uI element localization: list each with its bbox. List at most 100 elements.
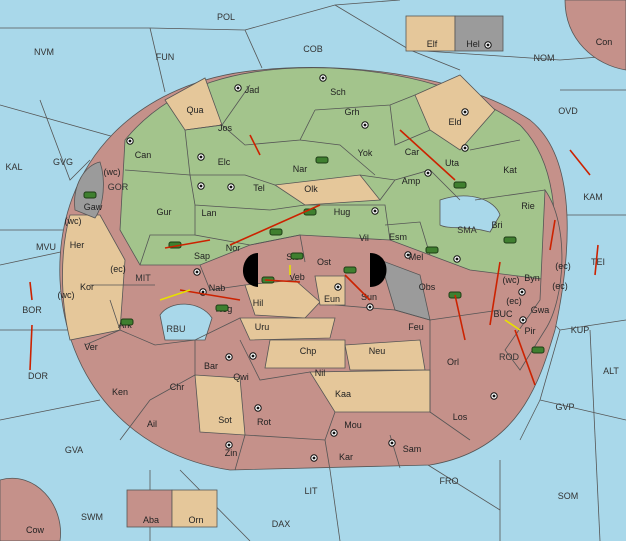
army-unit-icon[interactable] [120,318,134,326]
land-label-elf: Elf [427,39,438,49]
supply-center-core [321,76,325,80]
army-unit-icon[interactable] [531,346,545,354]
coast-label-her_wc: (wc) [65,216,82,226]
sea-label-swm: SWM [81,512,103,522]
sea-label-rod: ROD [499,352,520,362]
sea-label-rbu: RBU [166,324,185,334]
order-arrow [179,289,241,301]
supply-center-core [332,431,336,435]
land-label-sot: Sot [218,415,232,425]
sea-label-bor: BOR [22,305,42,315]
army-unit-icon[interactable] [343,266,357,274]
land-label-uta: Uta [445,158,459,168]
army-unit-icon[interactable] [269,228,283,236]
sea-label-mvu: MVU [36,242,56,252]
coast-label-buc_wc: (wc) [503,275,520,285]
army-unit-icon[interactable] [503,236,517,244]
land-label-gur: Gur [156,207,171,217]
supply-center-core [426,171,430,175]
land-label-hel: Hel [466,39,480,49]
land-chp[interactable] [264,339,346,369]
order-arrow [549,219,556,251]
army-unit-icon[interactable] [453,181,467,189]
supply-center-core [486,43,490,47]
land-label-olk: Olk [304,184,318,194]
supply-center-core [520,290,524,294]
land-label-amp: Amp [402,176,421,186]
supply-center-core [336,285,340,289]
lake-west-cap [242,253,258,287]
land-label-sch: Sch [330,87,346,97]
supply-center-core [236,86,240,90]
supply-center-core [312,456,316,460]
supply-center-core [363,123,367,127]
land-uru[interactable] [239,317,336,341]
army-unit-icon[interactable] [215,304,229,312]
land-label-rot: Rot [257,417,272,427]
supply-center-core [521,318,525,322]
land-label-can: Can [135,150,152,160]
supply-center-core [199,155,203,159]
supply-center-core [463,146,467,150]
land-label-jad: Jad [245,85,260,95]
land-label-byn: Byn [524,273,540,283]
land-label-car: Car [405,147,420,157]
sea-label-dax: DAX [272,519,291,529]
land-label-orl: Orl [447,357,459,367]
land-label-sun: Sun [361,292,377,302]
army-unit-icon[interactable] [425,246,439,254]
land-eun[interactable] [314,275,346,306]
land-label-hil: Hil [253,298,264,308]
land-label-elc: Elc [218,157,231,167]
army-unit-icon[interactable] [290,252,304,260]
sea-label-dor: DOR [28,371,49,381]
land-label-bar: Bar [204,361,218,371]
supply-center-core [195,270,199,274]
land-gaw[interactable] [74,161,104,219]
land-orn[interactable] [171,489,218,528]
land-label-her: Her [70,240,85,250]
sea-label-nom: NOM [534,53,555,63]
army-unit-icon[interactable] [315,156,329,164]
sea-label-kup: KUP [571,325,590,335]
supply-center-core [406,253,410,257]
land-label-zin: Zin [225,448,238,458]
land-gwa-pir[interactable] [504,188,563,371]
land-label-mel: Mel [409,252,424,262]
supply-center-core [256,406,260,410]
land-label-feu: Feu [408,322,424,332]
order-arrow [454,294,466,341]
land-label-nab: Nab [209,283,226,293]
sea-label-alt: ALT [603,366,619,376]
supply-center-core [373,209,377,213]
coast-label-kor_wc: (wc) [58,290,75,300]
coast-label-gwa_ec: (ec) [506,296,522,306]
sea-label-gvp: GVP [555,402,574,412]
land-hel[interactable] [454,15,504,52]
land-label-jos: Jos [218,123,233,133]
supply-center-core [199,184,203,188]
army-unit-icon[interactable] [83,191,97,199]
land-elf[interactable] [405,15,456,52]
land-eld[interactable] [414,74,496,151]
order-arrow [159,289,191,301]
sea-label-kam: KAM [583,192,603,202]
sea-label-lit: LIT [304,486,318,496]
sea-label-pol: POL [217,12,235,22]
supply-center-core [128,139,132,143]
sea-label-tei: TEI [591,257,605,267]
land-sot[interactable] [194,374,246,436]
land-label-hug: Hug [334,207,351,217]
land-label-los: Los [453,412,468,422]
land-label-cow: Cow [26,525,45,535]
order-arrow [29,281,33,301]
land-label-con: Con [596,37,613,47]
land-label-neu: Neu [369,346,386,356]
order-arrow [569,149,591,176]
land-label-kat: Kat [503,165,517,175]
land-aba[interactable] [126,489,173,528]
order-arrow [29,324,33,371]
land-label-mou: Mou [344,420,362,430]
